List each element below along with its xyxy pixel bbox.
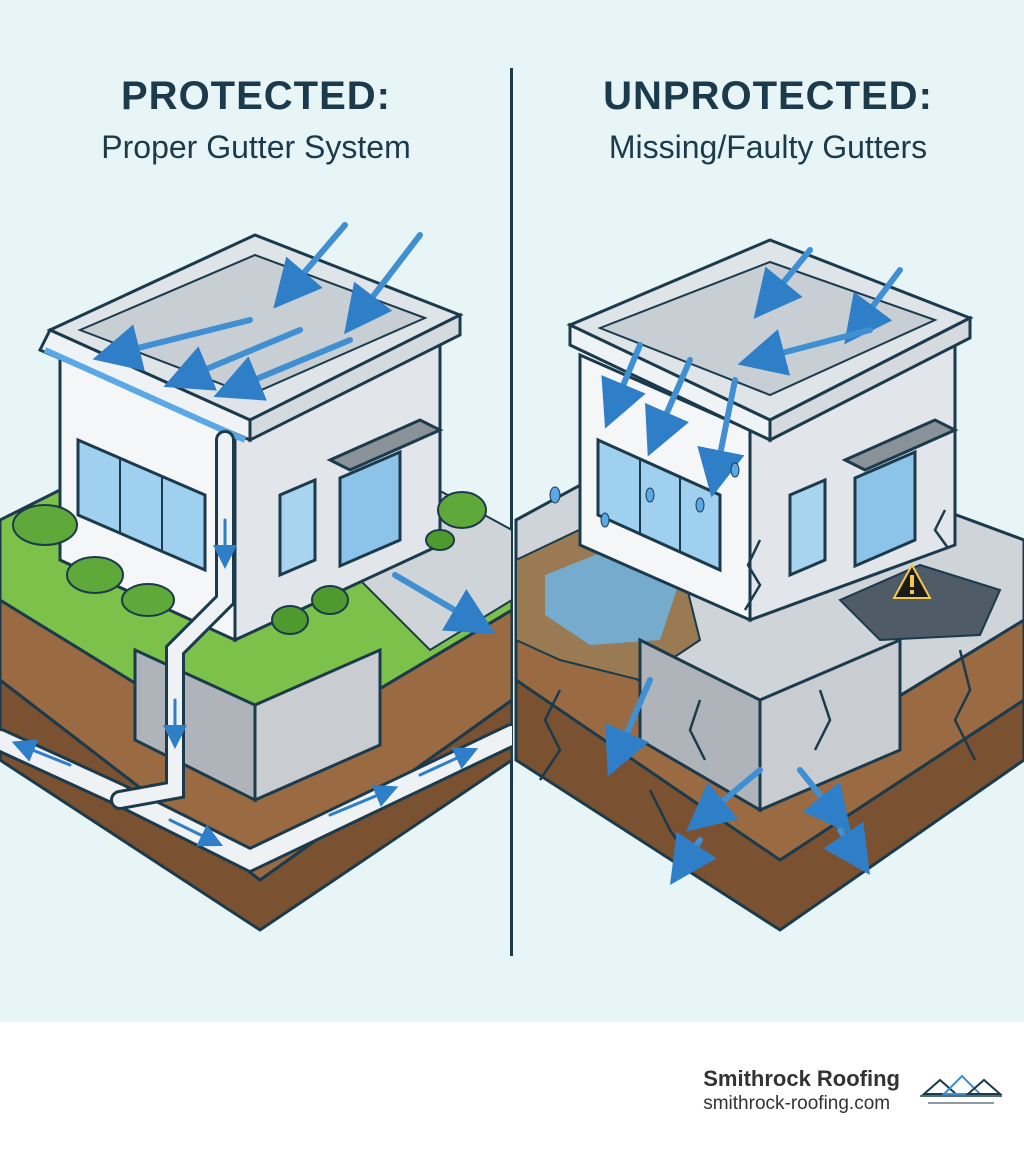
unprotected-subtitle: Missing/Faulty Gutters (608, 129, 928, 165)
protected-building (37, 233, 464, 643)
protected-title: PROTECTED: (121, 74, 391, 118)
unprotected-title: UNPROTECTED: (603, 74, 933, 118)
drain-pipe (0, 723, 512, 874)
company-logo (920, 1074, 1003, 1108)
protected-heading: PROTECTED: Proper Gutter System (0, 72, 512, 168)
company-name: Smithrock Roofing (703, 1066, 900, 1091)
company-website: smithrock-roofing.com (703, 1093, 891, 1114)
protected-subtitle: Proper Gutter System (101, 129, 411, 165)
unprotected-heading: UNPROTECTED: Missing/Faulty Gutters (512, 72, 1024, 168)
downspout-icon (110, 430, 237, 810)
rain-arrow-icon (92, 222, 496, 635)
brand-block: Smithrock Roofing smithrock-roofing.com (703, 1066, 900, 1116)
panel-divider (510, 68, 513, 956)
footer (0, 1022, 1024, 1154)
plants (12, 491, 487, 635)
protected-building-scene (0, 222, 512, 932)
